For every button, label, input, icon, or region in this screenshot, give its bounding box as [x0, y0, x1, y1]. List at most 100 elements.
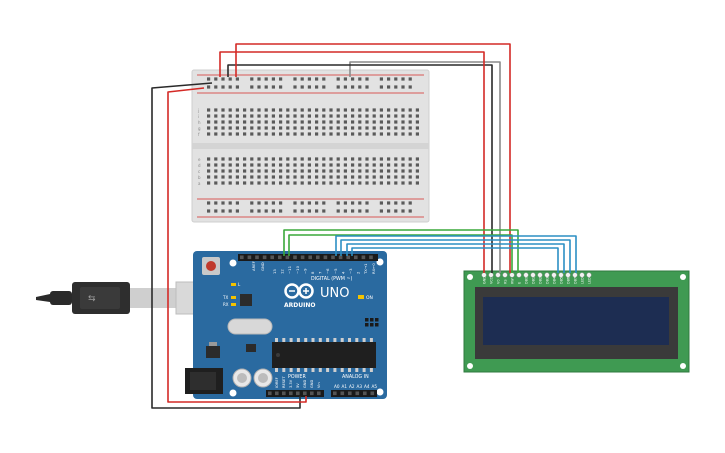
breadboard-rail-hole [279, 209, 283, 213]
power-pin-label: Vin [317, 382, 321, 388]
breadboard-rail-hole [358, 209, 362, 213]
header-pin [293, 255, 297, 260]
breadboard-hole [415, 169, 419, 173]
wire-blue-db7[interactable] [335, 235, 577, 273]
row-letter: c [198, 169, 200, 174]
crystal-oscillator [227, 318, 273, 335]
breadboard-hole [387, 114, 391, 118]
breadboard-hole [243, 181, 247, 185]
header-pin [289, 391, 293, 396]
breadboard-rail-hole [343, 77, 347, 81]
breadboard-hole [221, 169, 225, 173]
breadboard-rail-hole [300, 85, 304, 89]
usb-cable[interactable]: ⇆ [36, 281, 211, 315]
wire-green-rs[interactable] [283, 229, 519, 273]
breadboard-hole [379, 114, 383, 118]
power-led-label: ON [366, 295, 373, 301]
power-pin-label: GND [303, 380, 307, 388]
breadboard-hole [322, 120, 326, 124]
breadboard-hole [322, 181, 326, 185]
breadboard-hole [207, 108, 211, 112]
usb-cable-tip [36, 294, 50, 302]
wire-blue-db4[interactable] [351, 247, 559, 273]
wire-black-gnd[interactable] [151, 82, 301, 409]
breadboard-hole [250, 175, 254, 179]
breadboard-hole [293, 120, 297, 124]
breadboard-hole [264, 126, 268, 130]
chip-pin [289, 338, 293, 342]
breadboard-hole [286, 175, 290, 179]
breadboard-hole [300, 114, 304, 118]
breadboard-hole [293, 108, 297, 112]
breadboard-hole [365, 126, 369, 130]
breadboard-rail-hole [214, 77, 218, 81]
breadboard-rail-hole [235, 85, 239, 89]
lcd-pin-label: DB4 [553, 277, 557, 284]
breadboard-hole [408, 126, 412, 130]
capacitor-top [237, 373, 247, 383]
breadboard-hole [408, 181, 412, 185]
digital-header-pins [240, 255, 373, 260]
breadboard-hole [401, 126, 405, 130]
breadboard-rail-hole [387, 209, 391, 213]
breadboard-rail-hole [257, 85, 261, 89]
breadboard-hole [315, 120, 319, 124]
breadboard-hole [343, 108, 347, 112]
usb-cable-strain-relief [50, 291, 72, 305]
wire-red-vcc[interactable] [235, 43, 511, 273]
breadboard-rail-hole [394, 85, 398, 89]
breadboard-hole [221, 120, 225, 124]
header-pin [296, 391, 300, 396]
breadboard-hole [271, 108, 275, 112]
breadboard-hole [408, 108, 412, 112]
breadboard-rail-hole [235, 77, 239, 81]
wire-gray-contrast[interactable] [349, 61, 501, 273]
header-pin [240, 255, 244, 260]
chip-pin [296, 368, 300, 372]
reset-button[interactable] [206, 261, 216, 271]
breadboard-hole [307, 175, 311, 179]
wire-green-e[interactable] [288, 234, 513, 273]
breadboard-hole [351, 157, 355, 161]
chip-pin [362, 338, 366, 342]
breadboard-hole [300, 181, 304, 185]
breadboard-hole [221, 163, 225, 167]
wire-blue-db6[interactable] [340, 239, 571, 273]
breadboard-rail-hole [250, 85, 254, 89]
wire-red-led[interactable] [219, 51, 485, 273]
capacitor-top [258, 373, 268, 383]
digital-pin-label: ~5 [333, 268, 338, 274]
breadboard-hole [214, 132, 218, 136]
tx-led-label: TX [222, 295, 228, 300]
breadboard-hole [343, 181, 347, 185]
breadboard-hole [293, 126, 297, 130]
breadboard[interactable]: j i h g f e d c b a [191, 69, 430, 223]
breadboard-rail-hole [235, 209, 239, 213]
wire-red-5v[interactable] [167, 87, 307, 403]
header-pin [348, 391, 352, 396]
breadboard-rail-hole [221, 209, 225, 213]
breadboard-hole [307, 108, 311, 112]
breadboard-hole [315, 175, 319, 179]
breadboard-hole [207, 181, 211, 185]
breadboard-hole [379, 126, 383, 130]
breadboard-rail-hole [279, 201, 283, 205]
breadboard-rail-hole [271, 209, 275, 213]
breadboard-hole [379, 163, 383, 167]
breadboard-rail-hole [228, 77, 232, 81]
breadboard-hole [243, 175, 247, 179]
header-pin [247, 255, 252, 260]
wire-black-rw[interactable] [227, 64, 493, 273]
breadboard-rail-hole [358, 85, 362, 89]
breadboard-hole [372, 163, 376, 167]
lcd-pin [523, 272, 529, 278]
wire-blue-db5[interactable] [346, 243, 565, 273]
chip-pin [318, 368, 322, 372]
breadboard-hole [415, 175, 419, 179]
breadboard-hole [401, 108, 405, 112]
breadboard-hole [250, 169, 254, 173]
breadboard-hole [221, 114, 225, 118]
breadboard-hole [279, 120, 283, 124]
